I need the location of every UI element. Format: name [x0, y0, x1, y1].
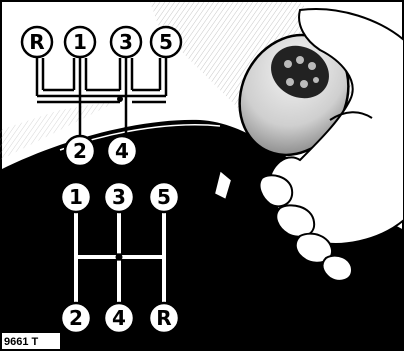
- upper-gear-1: 1: [63, 25, 97, 59]
- upper-shift-pattern: R 1 3 5 2 4: [20, 25, 183, 168]
- hand-illustration: [212, 8, 404, 282]
- lower-gear-r: R: [147, 301, 181, 335]
- svg-text:5: 5: [157, 185, 171, 209]
- svg-text:1: 1: [69, 185, 83, 209]
- lower-neutral-dot: [115, 253, 123, 261]
- upper-gear-3: 3: [109, 25, 143, 59]
- svg-text:R: R: [156, 306, 171, 330]
- knob-shift-pattern-icon: [284, 56, 319, 88]
- figure-reference-code: 9661 T: [4, 336, 39, 348]
- upper-gear-r: R: [20, 25, 54, 59]
- upper-pattern-lines: [35, 58, 168, 135]
- lower-shift-pattern: 1 3 5 2 4 R: [59, 180, 181, 335]
- svg-text:2: 2: [73, 139, 87, 163]
- lower-gear-4: 4: [102, 301, 136, 335]
- upper-gear-2: 2: [63, 134, 97, 168]
- svg-text:4: 4: [112, 306, 126, 330]
- gear-knob: [218, 33, 350, 200]
- upper-gear-4: 4: [105, 134, 139, 168]
- svg-text:2: 2: [69, 306, 83, 330]
- lower-gear-2: 2: [59, 301, 93, 335]
- upper-neutral-dot: [117, 96, 123, 102]
- svg-text:1: 1: [73, 30, 87, 54]
- lower-gear-5: 5: [147, 180, 181, 214]
- svg-text:3: 3: [119, 30, 133, 54]
- upper-gear-5: 5: [149, 25, 183, 59]
- svg-text:5: 5: [159, 30, 173, 54]
- lower-gear-1: 1: [59, 180, 93, 214]
- svg-text:4: 4: [115, 139, 129, 163]
- svg-text:3: 3: [112, 185, 126, 209]
- svg-text:R: R: [29, 30, 44, 54]
- lower-gear-3: 3: [102, 180, 136, 214]
